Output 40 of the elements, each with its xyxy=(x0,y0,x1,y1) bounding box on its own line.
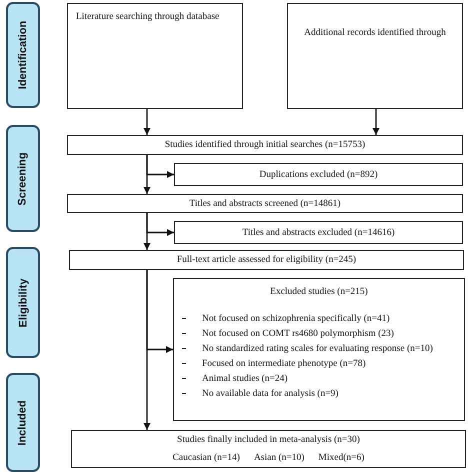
box-text: Literature searching through database xyxy=(76,12,220,22)
process-box xyxy=(71,430,466,468)
list-item: No standardized rating scales for evaluating response (n=10) xyxy=(202,344,433,354)
box-text: Full-text article assessed for eligibility (n=245) xyxy=(176,255,356,265)
arrow xyxy=(144,270,150,430)
subgroup-count: Asian (n=10) xyxy=(254,452,304,464)
process-box xyxy=(287,3,463,109)
stage-label: Identification xyxy=(17,20,29,90)
list-item: Focused on intermediate phenotype (n=78) xyxy=(202,358,366,368)
arrow xyxy=(372,109,380,135)
stage-band xyxy=(6,373,40,472)
stage-band xyxy=(6,125,40,232)
process-box xyxy=(69,250,464,270)
arrow xyxy=(144,213,150,250)
process-box xyxy=(174,221,463,244)
process-box xyxy=(174,163,463,186)
box-heading: Excluded studies (n=215) xyxy=(270,287,368,297)
box-text: Studies finally included in meta-analysis (n=30) xyxy=(176,434,361,446)
subgroup-count: Caucasian (n=14) xyxy=(172,452,240,464)
box-text: Titles and abstracts excluded (n=14616) xyxy=(242,228,395,238)
box-text: Studies identified through initial searches (n=15753) xyxy=(164,140,366,150)
stage-label: Included xyxy=(17,400,29,446)
stage-band xyxy=(6,2,40,108)
process-box xyxy=(173,278,465,421)
list-item: Not focused on COMT rs4680 polymorphism (23) xyxy=(202,328,394,338)
stage-label: Eligibility xyxy=(17,278,29,327)
process-box xyxy=(67,3,243,109)
box-text: Additional records identified through xyxy=(304,28,446,38)
box-text: Duplications excluded (n=892) xyxy=(259,170,378,180)
stage-band xyxy=(6,247,40,358)
process-box xyxy=(67,135,463,155)
list-item: Animal studies (n=24) xyxy=(202,374,288,384)
box-text: Titles and abstracts screened (n=14861) xyxy=(189,198,341,208)
arrow xyxy=(144,109,150,135)
arrow xyxy=(144,155,150,194)
process-box xyxy=(67,194,463,213)
subgroup-count: Mixed(n=6) xyxy=(318,452,364,464)
list-item: Not focused on schizophrenia specifically (n=41) xyxy=(202,314,390,324)
stage-label: Screening xyxy=(17,152,29,206)
list-item: No available data for analysis (n=9) xyxy=(202,388,338,398)
